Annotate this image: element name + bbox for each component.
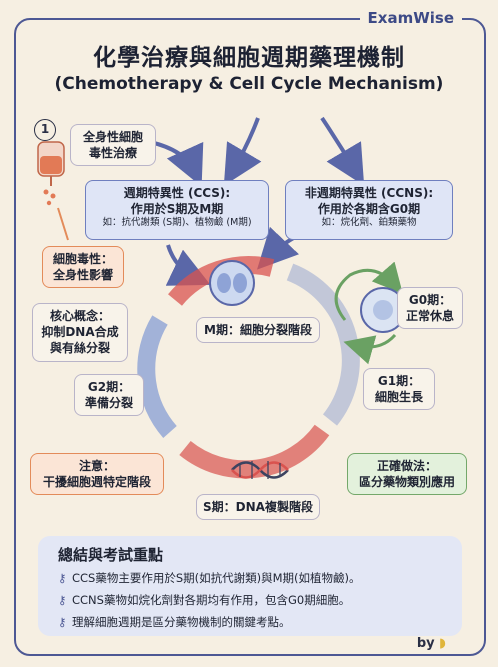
systemic-therapy-label: 全身性細胞 毒性治療 [70,124,156,167]
core-line2: 抑制DNA合成 [41,325,119,340]
summary-point-3-text: 理解細胞週期是區分藥物機制的關鍵考點。 [72,615,291,629]
g0-label: G0期： 正常休息 [397,287,463,330]
caution-line2: 干擾細胞週特定階段 [42,475,151,490]
summary-point-3: ⚷ 理解細胞週期是區分藥物機制的關鍵考點。 [58,614,291,630]
ccns-example: 如：烷化劑、鉑類藥物 [321,217,417,229]
core-line3: 與有絲分裂 [49,341,110,356]
g2-line1: G2期： [87,380,131,394]
summary-panel: 總結與考試重點 ⚷ CCS藥物主要作用於S期(如抗代謝類)與M期(如植物鹼)。 ⚷… [38,536,462,636]
arrow-to-ccs-1 [149,140,204,187]
key-icon: ⚷ [58,593,67,607]
summary-point-2: ⚷ CCNS藥物如烷化劑對各期均有作用，包含G0期細胞。 [58,592,350,608]
g0-return-arrow [343,333,397,365]
correct-line2: 區分藥物類別應用 [358,475,455,490]
arrow-to-ccs-2 [223,117,262,186]
iv-bag-icon [37,141,65,206]
ccns-box: 非週期特異性 (CCNS): 作用於各期含G0期 如：烷化劑、鉑類藥物 [285,180,453,240]
g1-label: G1期： 細胞生長 [363,368,435,411]
g0-loop-arrow [334,261,403,321]
dna-helix-icon [231,461,289,479]
summary-point-1-text: CCS藥物主要作用於S期(如抗代謝類)與M期(如植物鹼)。 [72,571,361,585]
page-frame [14,18,486,656]
caution-line1: 注意： [78,459,115,473]
summary-point-1: ⚷ CCS藥物主要作用於S期(如抗代謝類)與M期(如植物鹼)。 [58,570,361,586]
systemic-line2: 毒性治療 [88,146,137,161]
g0-line2: 正常休息 [405,309,454,324]
signature: by ◗ [417,636,446,651]
toxicity-line1: 細胞毒性： [52,252,113,266]
arrow-to-toxicity [57,207,69,241]
g2-label: G2期： 準備分裂 [74,374,144,417]
summary-point-2-text: CCNS藥物如烷化劑對各期均有作用，包含G0期細胞。 [72,593,351,607]
step-number-badge: 1 [34,119,56,141]
g1-arc [286,263,360,426]
ccs-example: 如：抗代謝類 (S期)、植物鹼 (M期) [102,217,252,229]
m-phase-label: M期：細胞分裂階段 [196,317,320,344]
ccns-target: 作用於各期含G0期 [317,202,421,217]
core-concept-box: 核心概念： 抑制DNA合成 與有絲分裂 [32,303,128,362]
arrow-to-ccns [320,116,365,186]
banana-icon: ◗ [439,636,446,651]
correct-approach-box: 正確做法： 區分藥物類別應用 [347,453,467,496]
g1-line2: 細胞生長 [374,390,423,405]
ccns-title: 非週期特異性 (CCNS): [304,186,434,200]
toxicity-line2: 全身性影響 [52,268,113,283]
key-icon: ⚷ [58,615,67,629]
signature-text: by [416,636,435,651]
g2-line2: 準備分裂 [84,396,133,411]
page-subtitle: (Chemotherapy & Cell Cycle Mechanism) [54,74,444,94]
dividing-cell-icon [209,260,255,306]
resting-cell-icon [360,287,406,333]
key-icon: ⚷ [58,571,67,585]
g0-line1: G0期： [408,293,452,307]
summary-title: 總結與考試重點 [58,546,164,564]
ccs-title: 週期特異性 (CCS): [123,186,231,200]
core-line1: 核心概念： [49,309,110,323]
g1-line1: G1期： [377,374,421,388]
ccs-box: 週期特異性 (CCS): 作用於S期及M期 如：抗代謝類 (S期)、植物鹼 (M… [85,180,269,240]
systemic-line1: 全身性細胞 [82,130,143,144]
page-title: 化學治療與細胞週期藥理機制 [93,45,405,71]
ccs-target: 作用於S期及M期 [130,202,224,217]
s-phase-label: S期：DNA複製階段 [196,494,320,521]
correct-line1: 正確做法： [376,459,437,473]
caution-box: 注意： 干擾細胞週特定階段 [30,453,164,496]
brand-logo: ExamWise [359,9,462,27]
toxicity-box: 細胞毒性： 全身性影響 [42,246,124,289]
g2-arc [137,315,177,438]
